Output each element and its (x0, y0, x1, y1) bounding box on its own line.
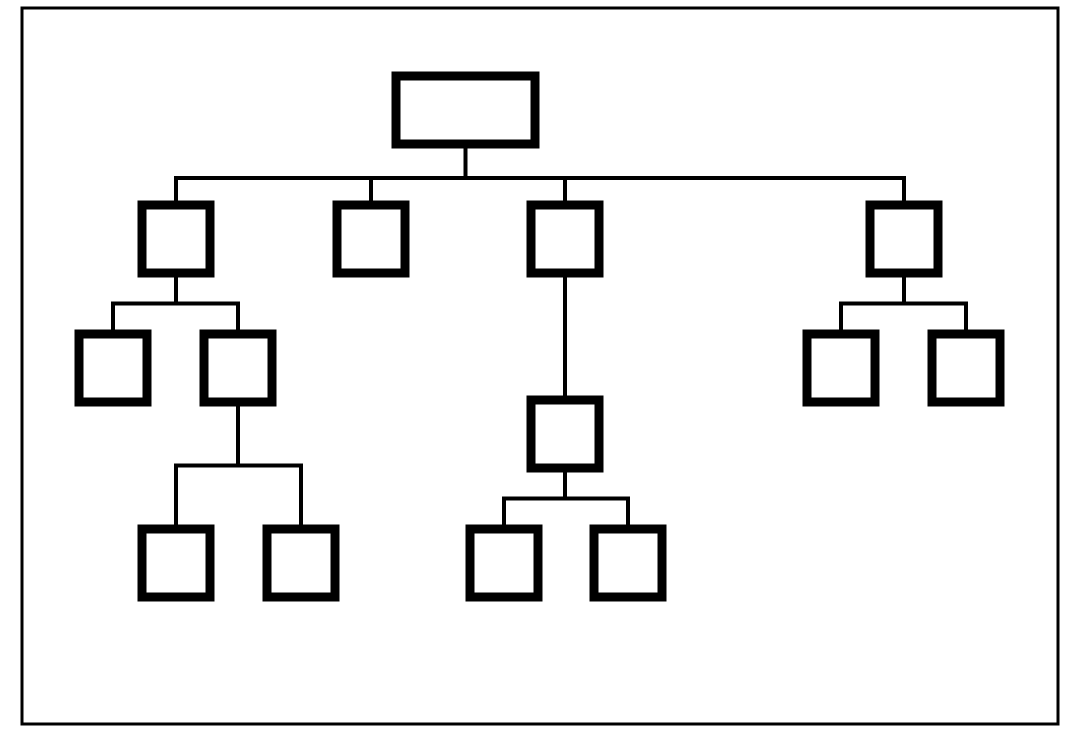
tree-node-l2-d2 (927, 329, 1005, 407)
tree-node-l2-c1 (526, 395, 604, 473)
tree-node-l3-a2-1 (137, 524, 215, 602)
diagram-frame (20, 6, 1060, 726)
tree-node-l3-c1-2 (589, 524, 667, 602)
tree-node-l2-d1 (802, 329, 880, 407)
tree-node-l1-d (865, 200, 943, 278)
tree-node-l1-b (332, 200, 410, 278)
connector-lines (111, 142, 968, 531)
tree-node-l3-c1-1 (465, 524, 543, 602)
tree-node-l1-c (526, 200, 604, 278)
tree-node-l3-a2-2 (262, 524, 340, 602)
tree-node-root (391, 71, 540, 149)
tree-node-l1-a (137, 200, 215, 278)
tree-nodes (74, 71, 1005, 602)
tree-node-l2-a1 (74, 329, 152, 407)
tree-node-l2-a2 (199, 329, 277, 407)
